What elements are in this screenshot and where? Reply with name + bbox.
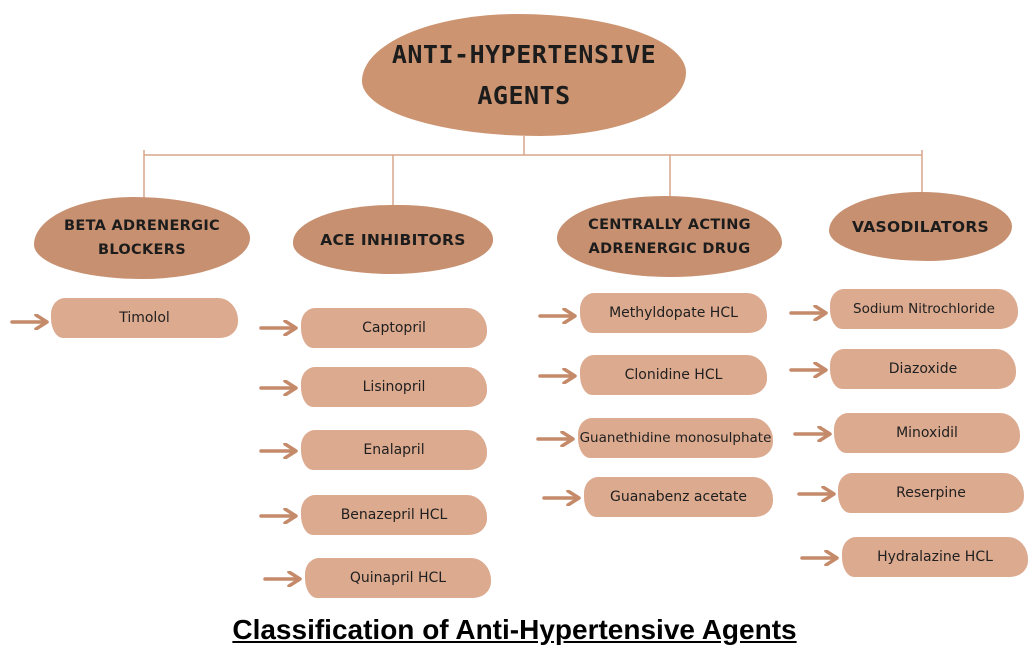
arrow-right-icon: [536, 431, 575, 447]
drug-item: Minoxidil: [834, 413, 1020, 453]
category-ace-inhibitors: ACE INHIBITORS: [293, 205, 493, 274]
category-label-line1: BETA ADRENERGIC: [64, 218, 220, 234]
arrow-right-icon: [789, 305, 828, 321]
drug-item: Guanethidine monosulphate: [578, 418, 773, 458]
arrow-right-icon: [259, 380, 298, 396]
arrow-right-icon: [542, 490, 581, 506]
arrow-right-icon: [259, 443, 298, 459]
category-label-line2: BLOCKERS: [98, 242, 186, 258]
drug-item: Reserpine: [838, 473, 1024, 513]
arrow-right-icon: [10, 314, 49, 330]
category-label-line2: ADRENERGIC DRUG: [588, 240, 751, 257]
category-label: ACE INHIBITORS: [320, 230, 466, 249]
drug-item: Hydralazine HCL: [842, 537, 1028, 577]
drug-item: Enalapril: [301, 430, 487, 470]
root-title-line1: ANTI-HYPERTENSIVE: [391, 40, 657, 69]
drug-item: Lisinopril: [301, 367, 487, 407]
drug-item: Clonidine HCL: [580, 355, 767, 395]
arrow-right-icon: [800, 550, 839, 566]
arrow-right-icon: [538, 368, 577, 384]
root-title-line2: AGENTS: [477, 81, 571, 110]
category-beta-adrenergic-blockers: BETA ADRENERGIC BLOCKERS: [34, 197, 250, 279]
arrow-right-icon: [263, 571, 302, 587]
figure-caption: Classification of Anti-Hypertensive Agen…: [232, 614, 797, 645]
category-vasodilators: VASODILATORS: [829, 192, 1012, 261]
drug-item: Methyldopate HCL: [580, 293, 767, 333]
category-label-line1: CENTRALLY ACTING: [588, 216, 751, 233]
arrow-right-icon: [259, 508, 298, 524]
drug-item: Guanabenz acetate: [584, 477, 773, 517]
drug-item: Captopril: [301, 308, 487, 348]
drug-item: Diazoxide: [830, 349, 1016, 389]
category-centrally-acting-adrenergic-drug: CENTRALLY ACTING ADRENERGIC DRUG: [557, 196, 782, 277]
arrow-right-icon: [789, 362, 828, 378]
drug-item: Sodium Nitrochloride: [830, 289, 1018, 329]
drug-item: Timolol: [51, 298, 238, 338]
arrow-right-icon: [797, 486, 836, 502]
arrow-right-icon: [793, 426, 832, 442]
category-label: VASODILATORS: [851, 217, 990, 236]
arrow-right-icon: [538, 308, 577, 324]
root-node: ANTI-HYPERTENSIVE AGENTS: [362, 14, 686, 136]
arrow-right-icon: [259, 320, 298, 336]
drug-item: Benazepril HCL: [301, 495, 487, 535]
drug-item: Quinapril HCL: [305, 558, 491, 598]
